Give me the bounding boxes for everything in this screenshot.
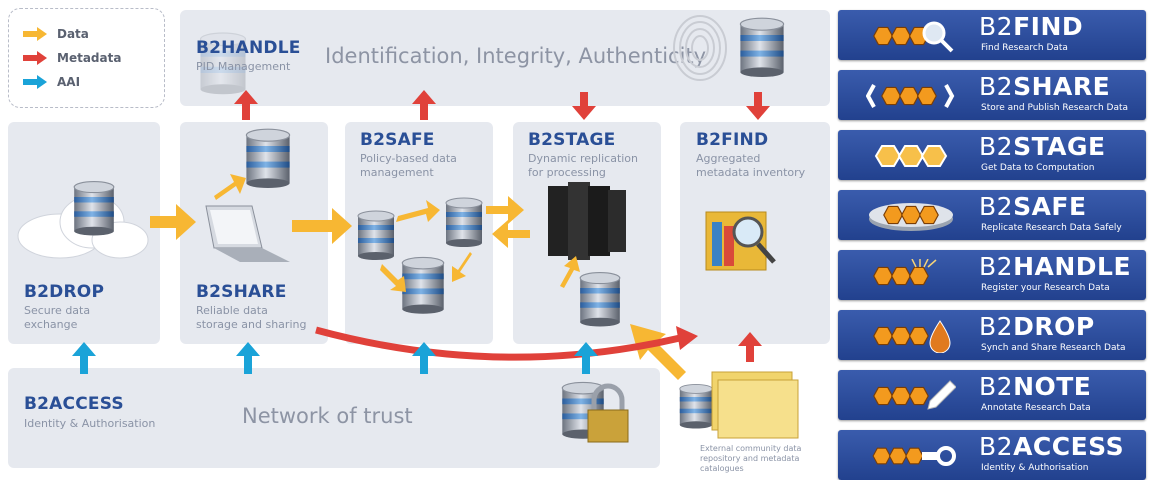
legend-item-aai: AAI <box>23 75 80 89</box>
b2share-sub1: Reliable data <box>196 304 268 317</box>
card-b2access[interactable]: B2ACCESS Identity & Authorisation <box>838 430 1146 480</box>
b2find-sub1: Aggregated <box>696 152 761 165</box>
folder-magnifier-icon <box>705 211 776 271</box>
card-b2drop-tag: Synch and Share Research Data <box>981 343 1126 353</box>
external-text-1: External community data <box>700 444 802 453</box>
external-database-icon <box>679 383 713 429</box>
card-b2safe-tag: Replicate Research Data Safely <box>981 223 1122 233</box>
card-b2note[interactable]: B2NOTE Annotate Research Data <box>838 370 1146 420</box>
stage-hexagons-icon <box>874 145 948 167</box>
b2safe-sub1: Policy-based data <box>360 152 457 165</box>
aai-arrows <box>72 342 598 374</box>
b2safe-database-icon-a <box>357 210 395 261</box>
card-b2handle[interactable]: B2HANDLE Register your Research Data <box>838 250 1146 300</box>
b2stage-sub2: for processing <box>528 166 606 179</box>
magnifier-icon <box>873 21 954 53</box>
card-b2note-tag: Annotate Research Data <box>981 403 1091 413</box>
handle-fibres-icon <box>873 259 937 286</box>
network-title: Network of trust <box>242 404 413 428</box>
metadata-curve <box>315 326 681 361</box>
share-brackets-icon <box>866 84 955 108</box>
b2stage-sub1: Dynamic replication <box>528 152 639 165</box>
card-b2safe-name: B2SAFE <box>979 192 1087 221</box>
card-b2find-tag: Find Research Data <box>981 43 1068 53</box>
b2drop-sub2: exchange <box>24 318 78 331</box>
b2access-subtitle: Identity & Authorisation <box>24 417 156 430</box>
legend-label-aai: AAI <box>57 75 81 89</box>
card-b2share[interactable]: B2SHARE Store and Publish Research Data <box>838 70 1146 120</box>
card-b2access-name: B2ACCESS <box>979 432 1125 461</box>
server-rack-icon <box>548 182 626 260</box>
card-b2safe[interactable]: B2SAFE Replicate Research Data Safely <box>838 190 1146 240</box>
b2safe-database-icon-b <box>445 197 483 248</box>
card-b2stage-tag: Get Data to Computation <box>981 163 1095 173</box>
external-text-3: catalogues <box>700 464 744 473</box>
data-arrow-icon <box>23 27 47 41</box>
laptop-icon <box>205 205 290 262</box>
b2drop-title: B2DROP <box>24 282 105 302</box>
padlock-icon <box>587 383 629 443</box>
card-b2stage-name: B2STAGE <box>979 132 1106 161</box>
legend: Data Metadata AAI <box>8 8 165 108</box>
card-b2handle-name: B2HANDLE <box>979 252 1132 281</box>
b2drop-sub1: Secure data <box>24 304 91 317</box>
handle-title: B2HANDLE <box>196 38 301 58</box>
safe-disk-icon <box>869 203 953 231</box>
b2stage-title: B2STAGE <box>528 130 616 150</box>
card-b2note-name: B2NOTE <box>979 372 1092 401</box>
folders-icon <box>711 371 799 439</box>
b2access-title: B2ACCESS <box>24 394 124 414</box>
card-b2find[interactable]: B2FIND Find Research Data <box>838 10 1146 60</box>
legend-label-data: Data <box>57 27 89 41</box>
b2find-sub2: metadata inventory <box>696 166 806 179</box>
metadata-arrow-icon <box>23 51 47 65</box>
b2safe-database-icon-c <box>401 256 445 314</box>
card-b2share-tag: Store and Publish Research Data <box>981 103 1129 113</box>
b2drop-database-icon <box>73 181 115 236</box>
metadata-arrows <box>234 90 770 362</box>
card-b2access-tag: Identity & Authorisation <box>981 463 1089 473</box>
card-b2drop[interactable]: B2DROP Synch and Share Research Data <box>838 310 1146 360</box>
b2safe-sub2: management <box>360 166 434 179</box>
card-b2share-name: B2SHARE <box>979 72 1111 101</box>
fingerprint-icon <box>673 15 727 81</box>
card-b2handle-tag: Register your Research Data <box>981 283 1110 293</box>
pencil-icon <box>873 380 956 410</box>
b2share-title: B2SHARE <box>196 282 287 302</box>
legend-label-metadata: Metadata <box>57 51 122 65</box>
key-icon <box>872 446 956 466</box>
legend-item-data: Data <box>23 27 89 41</box>
handle-panel <box>180 10 830 106</box>
card-b2drop-name: B2DROP <box>979 312 1095 341</box>
card-b2stage[interactable]: B2STAGE Get Data to Computation <box>838 130 1146 180</box>
header-title: Identification, Integrity, Authenticity <box>325 44 707 68</box>
diagram-graphics <box>17 90 799 443</box>
card-b2find-name: B2FIND <box>979 12 1084 41</box>
b2find-title: B2FIND <box>696 130 769 150</box>
legend-item-metadata: Metadata <box>23 51 121 65</box>
b2stage-database-icon <box>579 272 621 328</box>
data-arrows <box>150 174 686 380</box>
drop-icon <box>873 320 951 353</box>
handle-subtitle: PID Management <box>196 60 291 73</box>
network-panel <box>8 368 660 468</box>
b2safe-title: B2SAFE <box>360 130 435 150</box>
aai-arrow-icon <box>23 75 47 89</box>
external-text-2: repository and metadata <box>700 454 800 463</box>
b2share-sub2: storage and sharing <box>196 318 307 331</box>
b2share-database-icon <box>245 128 291 189</box>
